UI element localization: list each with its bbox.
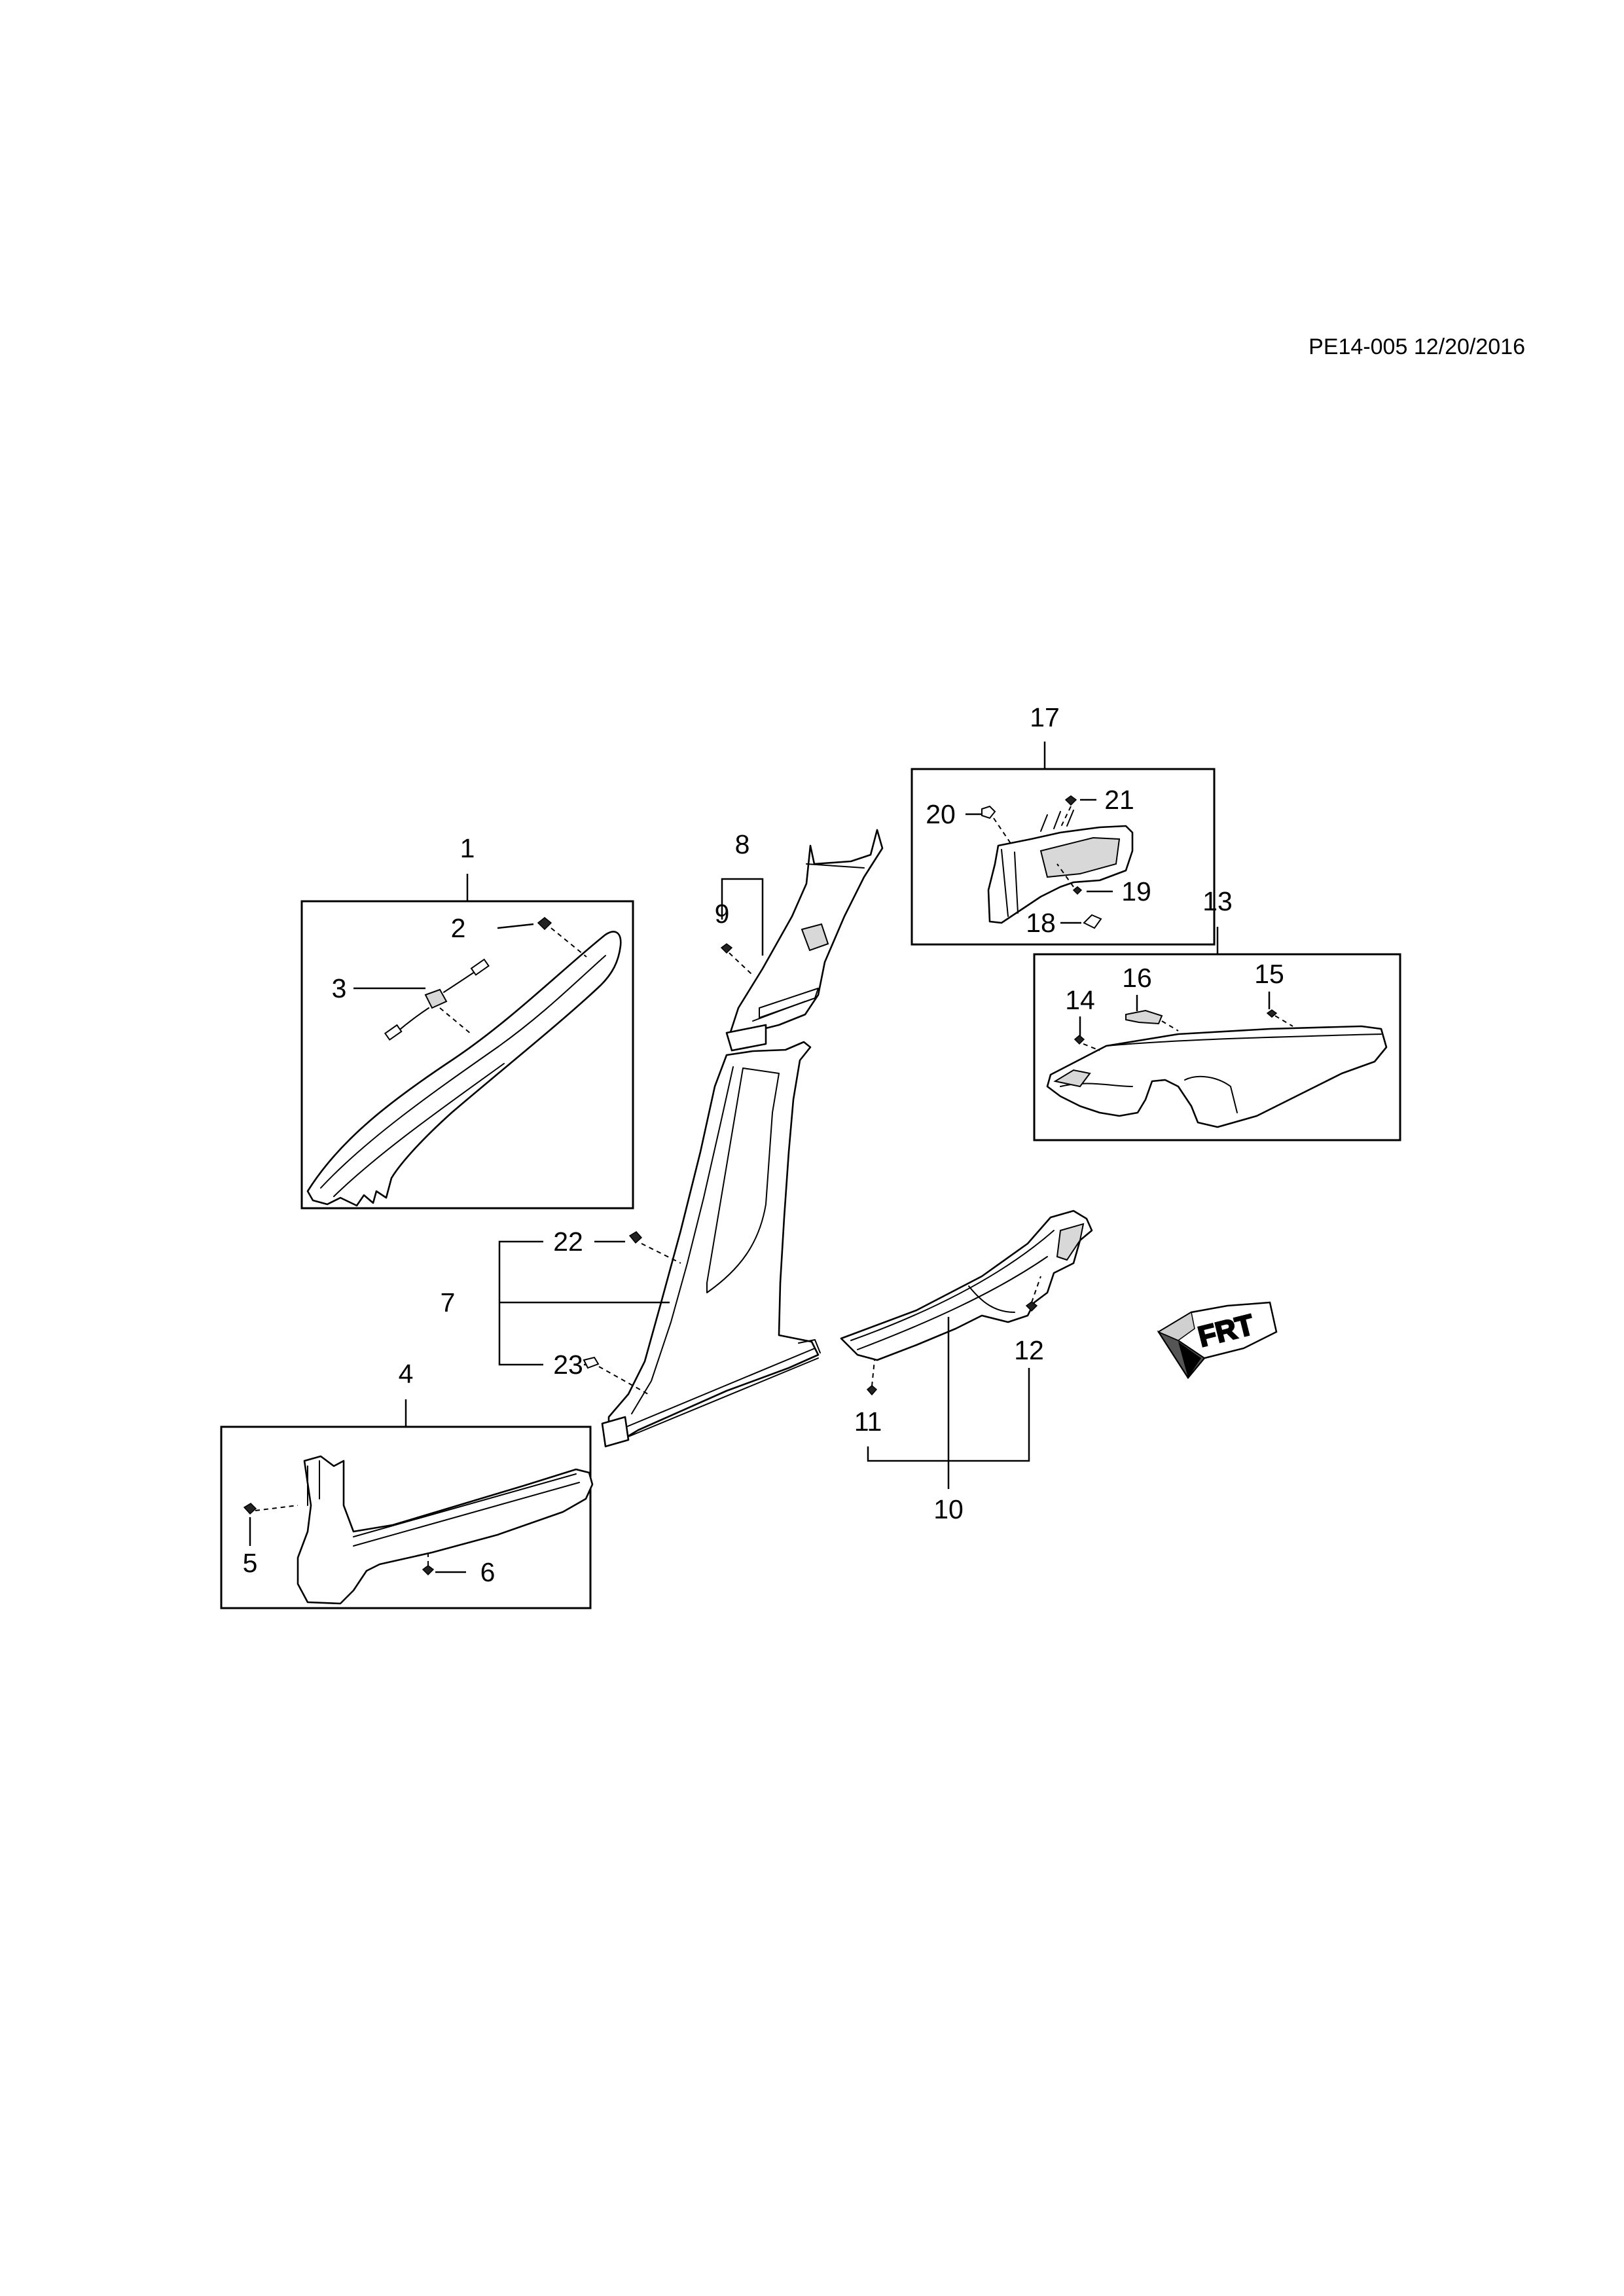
callout-13: 13 bbox=[1202, 886, 1233, 916]
callout-8: 8 bbox=[735, 829, 750, 859]
a-pillar-trim-part bbox=[306, 931, 622, 1207]
callout-10: 10 bbox=[933, 1494, 964, 1524]
clip-22 bbox=[628, 1231, 643, 1244]
callout-9: 9 bbox=[715, 899, 730, 929]
front-sill-plate bbox=[297, 1455, 594, 1605]
callout-14: 14 bbox=[1065, 985, 1095, 1015]
callout-20: 20 bbox=[926, 799, 956, 829]
diagram-reference: PE14-005 12/20/2016 bbox=[1308, 334, 1525, 359]
callout-1: 1 bbox=[460, 833, 475, 863]
group-17-c-pillar-upper: 17 20 21 19 18 bbox=[911, 702, 1216, 946]
rear-sill-plate bbox=[840, 1210, 1093, 1361]
clip-19 bbox=[1072, 886, 1083, 895]
clip-21 bbox=[1064, 795, 1077, 806]
clip-16 bbox=[1125, 1009, 1163, 1025]
callout-6: 6 bbox=[480, 1557, 496, 1587]
callout-19: 19 bbox=[1121, 876, 1151, 906]
callout-23: 23 bbox=[553, 1350, 583, 1380]
group-10-rear-sill: 11 12 10 bbox=[840, 1210, 1093, 1524]
harness-3 bbox=[384, 958, 490, 1041]
group-1-a-pillar-trim: 1 2 3 bbox=[300, 833, 634, 1210]
callout-22: 22 bbox=[553, 1227, 583, 1257]
clip-11 bbox=[866, 1385, 878, 1396]
callout-15: 15 bbox=[1254, 959, 1284, 989]
frt-direction-arrow: FRT bbox=[1157, 1301, 1278, 1380]
callout-4: 4 bbox=[399, 1359, 414, 1389]
clip-15 bbox=[1266, 1009, 1278, 1018]
callout-3: 3 bbox=[332, 973, 347, 1003]
callout-16: 16 bbox=[1122, 963, 1152, 993]
callout-2: 2 bbox=[451, 913, 466, 943]
group-7-b-pillar-lower: 7 22 23 bbox=[441, 1041, 821, 1448]
clip-20 bbox=[981, 805, 996, 819]
callout-18: 18 bbox=[1026, 908, 1056, 938]
clip-14 bbox=[1074, 1035, 1085, 1045]
callout-5: 5 bbox=[243, 1548, 258, 1578]
clip-9 bbox=[720, 943, 733, 954]
clip-2 bbox=[537, 917, 552, 931]
clip-5 bbox=[243, 1503, 257, 1515]
clip-6 bbox=[422, 1565, 435, 1576]
rear-quarter-trim bbox=[1046, 1025, 1388, 1128]
callout-12: 12 bbox=[1014, 1335, 1044, 1365]
clip-18 bbox=[1083, 914, 1102, 929]
callout-11: 11 bbox=[854, 1407, 882, 1437]
clip-23 bbox=[583, 1356, 600, 1369]
callout-17: 17 bbox=[1030, 702, 1060, 732]
group-17-box bbox=[911, 768, 1216, 946]
group-8-b-pillar-upper: 8 9 bbox=[715, 829, 884, 1052]
callout-7: 7 bbox=[441, 1287, 456, 1318]
clip-12 bbox=[1025, 1301, 1038, 1312]
group-13-rear-quarter-trim: 13 14 16 15 bbox=[1033, 886, 1401, 1141]
group-4-front-sill: 4 5 6 bbox=[220, 1359, 594, 1609]
callout-21: 21 bbox=[1104, 785, 1134, 815]
